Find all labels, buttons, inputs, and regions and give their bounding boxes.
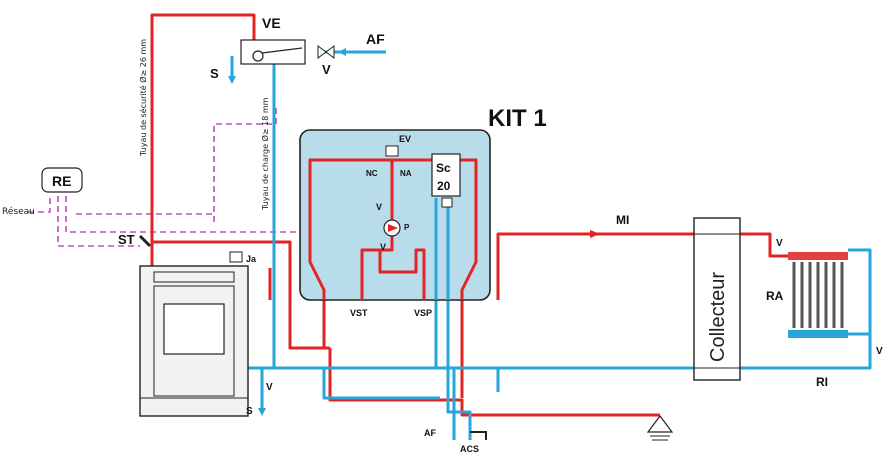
ve-label: VE xyxy=(262,15,281,31)
ri-label: RI xyxy=(816,375,828,389)
mi-label: MI xyxy=(616,213,629,227)
p-label: P xyxy=(404,223,410,232)
ev-label: EV xyxy=(399,134,411,144)
heat-exchanger xyxy=(431,153,461,197)
af-top-label: AF xyxy=(366,31,385,47)
reseau-label: Réseau xyxy=(2,206,35,217)
tap-icon xyxy=(470,431,487,440)
v-kit2-label: V xyxy=(380,242,386,252)
v-ra-top-label: V xyxy=(776,238,783,249)
collector xyxy=(693,217,741,381)
valve-top-icon xyxy=(317,45,335,59)
s-bottom-label: S xyxy=(246,406,253,417)
af-bottom-label: AF xyxy=(424,428,436,438)
ra-label: RA xyxy=(766,289,784,303)
radiator xyxy=(788,252,848,338)
v-ra-bottom-label: V xyxy=(876,346,883,357)
pump-icon xyxy=(383,219,401,237)
re-label: RE xyxy=(52,173,71,189)
tuyau-charge-text: Tuyau de charge Ø≥ 18 mm xyxy=(260,97,270,211)
kit-title: KIT 1 xyxy=(488,105,547,132)
v-bottom-label: V xyxy=(266,382,273,393)
ja-label: Ja xyxy=(246,254,257,264)
tuyau-securite-text: Tuyau de sécurité Ø≥ 26 mm xyxy=(138,39,148,157)
na-label: NA xyxy=(400,169,412,178)
st-sensor-icon xyxy=(138,234,152,248)
s-top-label: S xyxy=(210,66,219,81)
s-arrow-icon xyxy=(228,76,236,84)
vst-label: VST xyxy=(350,308,368,318)
sc-num-label: 20 xyxy=(437,179,451,193)
af-arrow-icon xyxy=(338,48,346,56)
acs-label: ACS xyxy=(460,444,479,454)
st-label: ST xyxy=(118,232,135,247)
flow-switch-icon xyxy=(441,197,453,208)
s-bottom-arrow-icon xyxy=(258,408,266,416)
sc-label: Sc xyxy=(436,161,451,175)
v-top-label: V xyxy=(322,62,331,77)
shower-icon xyxy=(646,415,674,441)
ja-box xyxy=(229,251,243,263)
ev-valve-icon xyxy=(385,145,399,157)
nc-label: NC xyxy=(366,169,378,178)
collector-label: Collecteur xyxy=(707,272,729,362)
re-box xyxy=(41,167,83,193)
expansion-tank xyxy=(240,39,306,65)
boiler xyxy=(139,265,249,417)
v-kit1-label: V xyxy=(376,202,382,212)
vsp-label: VSP xyxy=(414,308,432,318)
flow-arrow-icon xyxy=(590,230,600,238)
